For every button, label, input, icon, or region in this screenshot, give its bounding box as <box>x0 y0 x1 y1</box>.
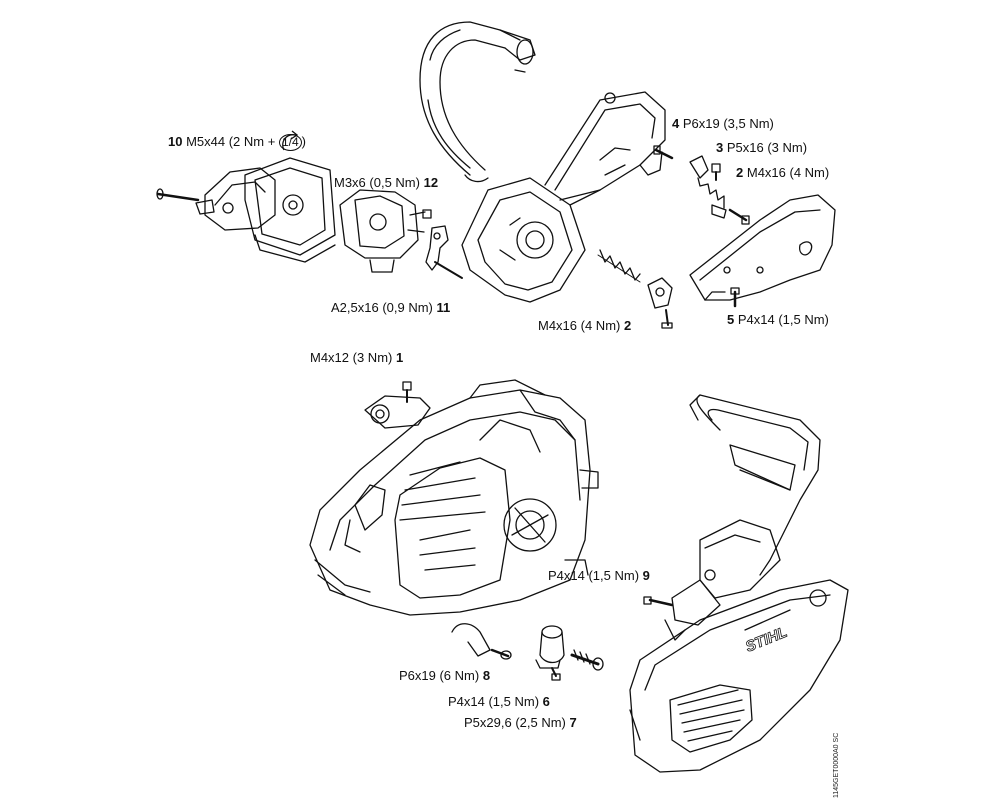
callout-number: 7 <box>569 715 577 730</box>
av-mount <box>647 277 673 329</box>
screw-4 <box>653 145 674 160</box>
drawing-code: 1145GET0000A0 SC <box>833 732 840 798</box>
carburetor <box>339 189 426 273</box>
bushing-part-6 <box>535 625 565 681</box>
clip-part-8 <box>451 623 512 660</box>
screw-2-upper <box>728 208 750 225</box>
callout-number: 3 <box>716 140 724 155</box>
callout-4: 4 P6x19 (3,5 Nm) <box>672 116 774 132</box>
screw-12 <box>422 209 432 219</box>
engine-housing <box>309 379 599 616</box>
screw-part-7 <box>570 649 604 671</box>
quarter-turn-badge: 1/4 <box>278 134 302 151</box>
callout-tail: ) <box>301 134 306 149</box>
callout-7: P5x29,6 (2,5 Nm) 7 <box>464 715 577 731</box>
filter-housing <box>244 157 336 263</box>
filter-cover <box>195 167 276 231</box>
callout-spec: M4x12 (3 Nm) <box>310 350 393 365</box>
callout-5: 5 P4x14 (1,5 Nm) <box>727 312 829 328</box>
av-spring-right <box>689 155 727 219</box>
callout-number: 2 <box>623 318 632 333</box>
callout-spec: P4x14 (1,5 Nm) <box>548 568 640 583</box>
callout-9: P4x14 (1,5 Nm) 9 <box>548 568 650 584</box>
callout-number: 9 <box>642 568 650 583</box>
callout-number: 10 <box>168 134 183 149</box>
sprocket-cover <box>629 579 849 773</box>
callout-spec: P5x16 (3 Nm) <box>726 140 808 155</box>
rear-grip-shell <box>689 194 836 301</box>
callout-number: 1 <box>395 350 404 365</box>
callout-spec: P5x29,6 (2,5 Nm) <box>464 715 566 730</box>
callout-number: 12 <box>423 175 439 190</box>
callout-spec: P6x19 (3,5 Nm) <box>682 116 774 131</box>
brand-mark-graphic: STIHL <box>743 623 790 656</box>
av-spring-left <box>597 249 641 283</box>
guard-lever-assembly <box>643 519 781 641</box>
callout-10: 10 M5x44 (2 Nm + 1/4) <box>168 134 306 151</box>
callout-spec: M3x6 (0,5 Nm) <box>334 175 420 190</box>
callout-8: P6x19 (6 Nm) 8 <box>399 668 490 684</box>
brand-logo-text: STIHL <box>743 624 790 656</box>
screw-3 <box>711 163 721 181</box>
throttle-lever <box>425 225 463 279</box>
front-handle-guard <box>689 394 821 576</box>
callout-number: 8 <box>482 668 491 683</box>
callout-number: 4 <box>672 116 680 131</box>
callout-spec: P4x14 (1,5 Nm) <box>448 694 540 709</box>
intake-flange <box>364 381 431 429</box>
screw-5 <box>730 287 740 308</box>
callout-11: A2,5x16 (0,9 Nm) 11 <box>331 300 450 316</box>
callout-number: 11 <box>436 300 451 315</box>
callout-12: M3x6 (0,5 Nm) 12 <box>334 175 438 191</box>
front-handle-bar <box>419 21 536 183</box>
callout-1: M4x12 (3 Nm) 1 <box>310 350 403 366</box>
callout-spec: M5x44 (2 Nm + <box>186 134 279 149</box>
screw-10 <box>156 188 200 202</box>
callout-2-upper: 2 M4x16 (4 Nm) <box>736 165 829 181</box>
callout-number: 2 <box>736 165 744 180</box>
callout-spec: A2,5x16 (0,9 Nm) <box>331 300 433 315</box>
rear-handle-housing <box>461 91 666 303</box>
callout-number: 5 <box>727 312 735 327</box>
callout-spec: M4x16 (4 Nm) <box>538 318 621 333</box>
callout-spec: M4x16 (4 Nm) <box>746 165 830 180</box>
callout-number: 6 <box>542 694 550 709</box>
callout-spec: P6x19 (6 Nm) <box>399 668 480 683</box>
callout-2-lower: M4x16 (4 Nm) 2 <box>538 318 631 334</box>
callout-3: 3 P5x16 (3 Nm) <box>716 140 807 156</box>
callout-spec: P4x14 (1,5 Nm) <box>737 312 829 327</box>
callout-6: P4x14 (1,5 Nm) 6 <box>448 694 550 710</box>
